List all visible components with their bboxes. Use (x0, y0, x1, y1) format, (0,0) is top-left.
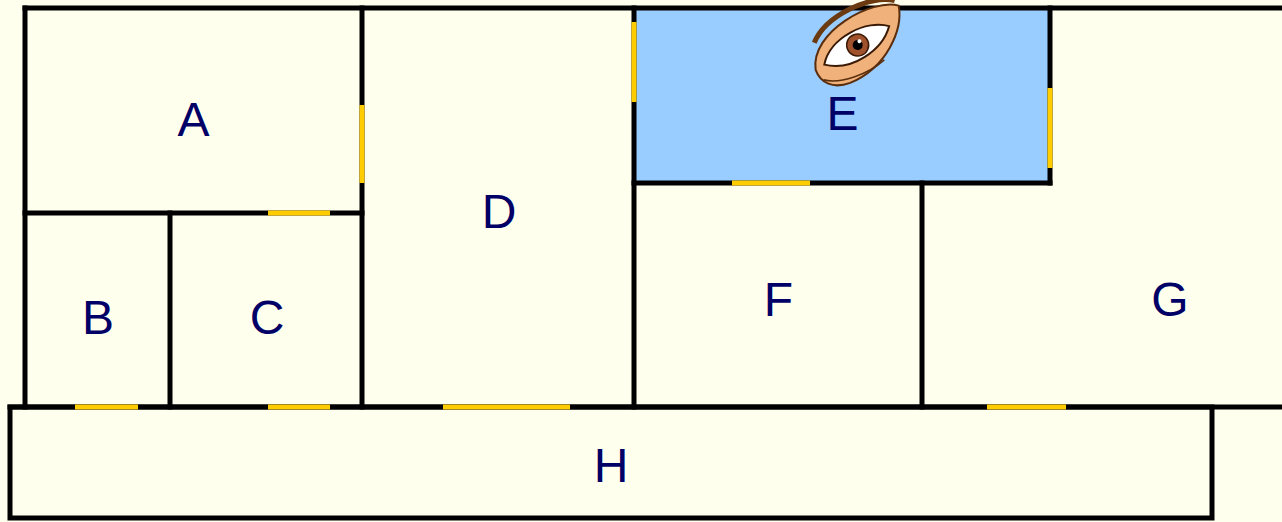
room-label: B (82, 294, 114, 342)
room-label: H (594, 442, 629, 490)
doors (75, 22, 1066, 407)
room: F (637, 200, 920, 400)
room-label: D (482, 188, 517, 236)
room: A (25, 30, 362, 210)
room: H (12, 420, 1210, 512)
eye-icon (800, 0, 918, 92)
room-label: E (826, 90, 858, 138)
walls (10, 8, 1282, 518)
room-label: C (250, 294, 285, 342)
room: E (637, 82, 1048, 146)
room: D (365, 112, 633, 312)
room-label: G (1151, 276, 1188, 324)
room-label: F (764, 276, 793, 324)
room: B (28, 228, 168, 408)
room-label: A (177, 96, 209, 144)
room: C (173, 228, 361, 408)
room: G (1060, 200, 1280, 400)
